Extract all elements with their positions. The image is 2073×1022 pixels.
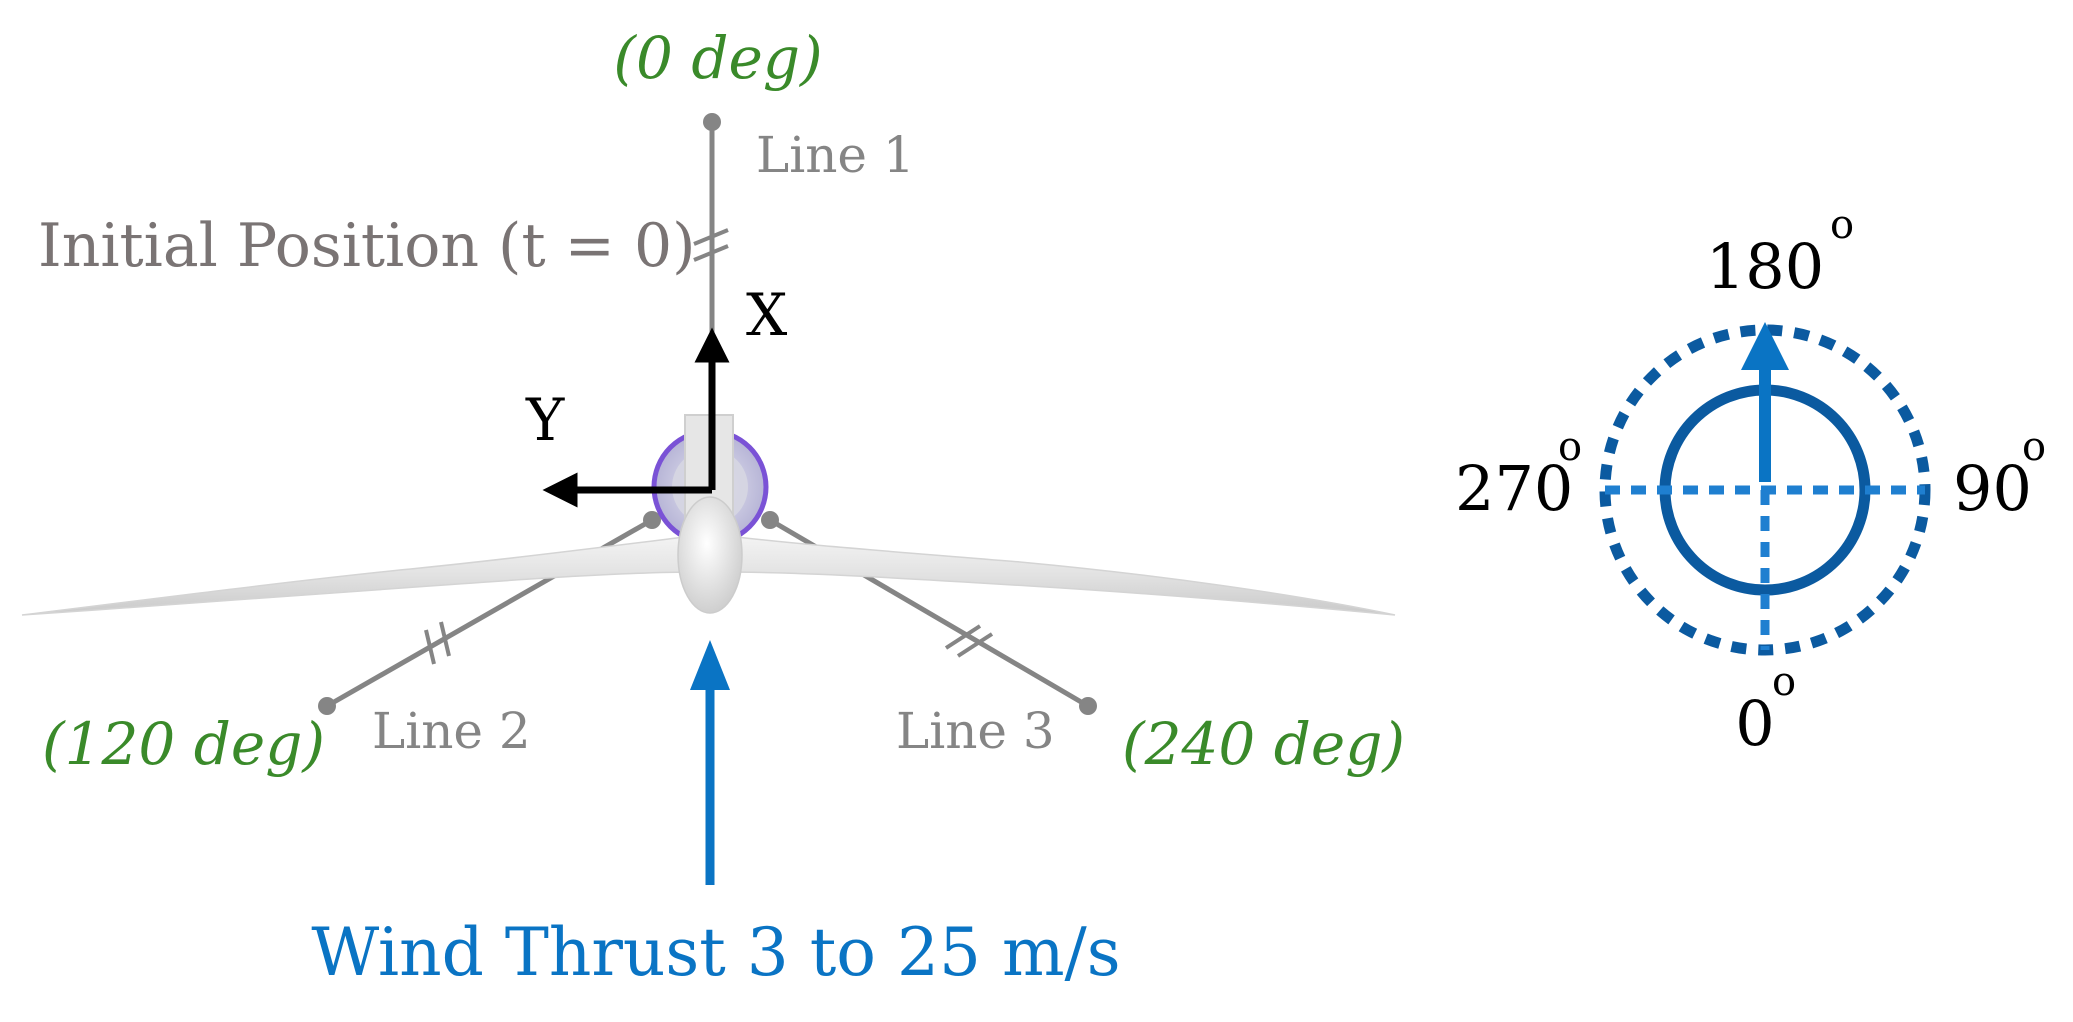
wind-direction-compass (1599, 322, 1931, 656)
mooring-line-2 (318, 511, 661, 715)
initial-position-label: Initial Position (t = 0) (38, 211, 696, 281)
y-axis-label: Y (525, 386, 565, 454)
compass-0-degree-mark: o (1772, 659, 1796, 705)
local-axes (542, 327, 730, 508)
compass-0-label: 0 (1735, 687, 1774, 760)
wind-thrust-label: Wind Thrust 3 to 25 m/s (311, 914, 1120, 991)
line1-angle-label: (0 deg) (613, 24, 822, 92)
line3-label: Line 3 (896, 702, 1055, 760)
compass-270-label: 270 (1455, 452, 1573, 525)
hub (677, 496, 743, 614)
compass-270-degree-mark: o (1558, 424, 1582, 470)
mooring-line-3 (761, 511, 1097, 715)
line1-label: Line 1 (756, 126, 915, 184)
line-break-mark (693, 244, 729, 262)
compass-arrowhead (1741, 322, 1789, 370)
line3-angle-label: (240 deg) (1122, 710, 1405, 778)
line-break-mark (693, 228, 729, 246)
compass-90-degree-mark: o (2022, 424, 2046, 470)
line2-angle-label: (120 deg) (42, 710, 325, 778)
compass-90-label: 90 (1953, 452, 2032, 525)
compass-180-label: 180 (1706, 230, 1824, 303)
x-axis-label: X (746, 281, 788, 349)
turbine-rotor (21, 496, 1396, 616)
compass-180-degree-mark: o (1830, 202, 1854, 248)
wind-arrow (690, 640, 730, 885)
line2-label: Line 2 (372, 702, 531, 760)
